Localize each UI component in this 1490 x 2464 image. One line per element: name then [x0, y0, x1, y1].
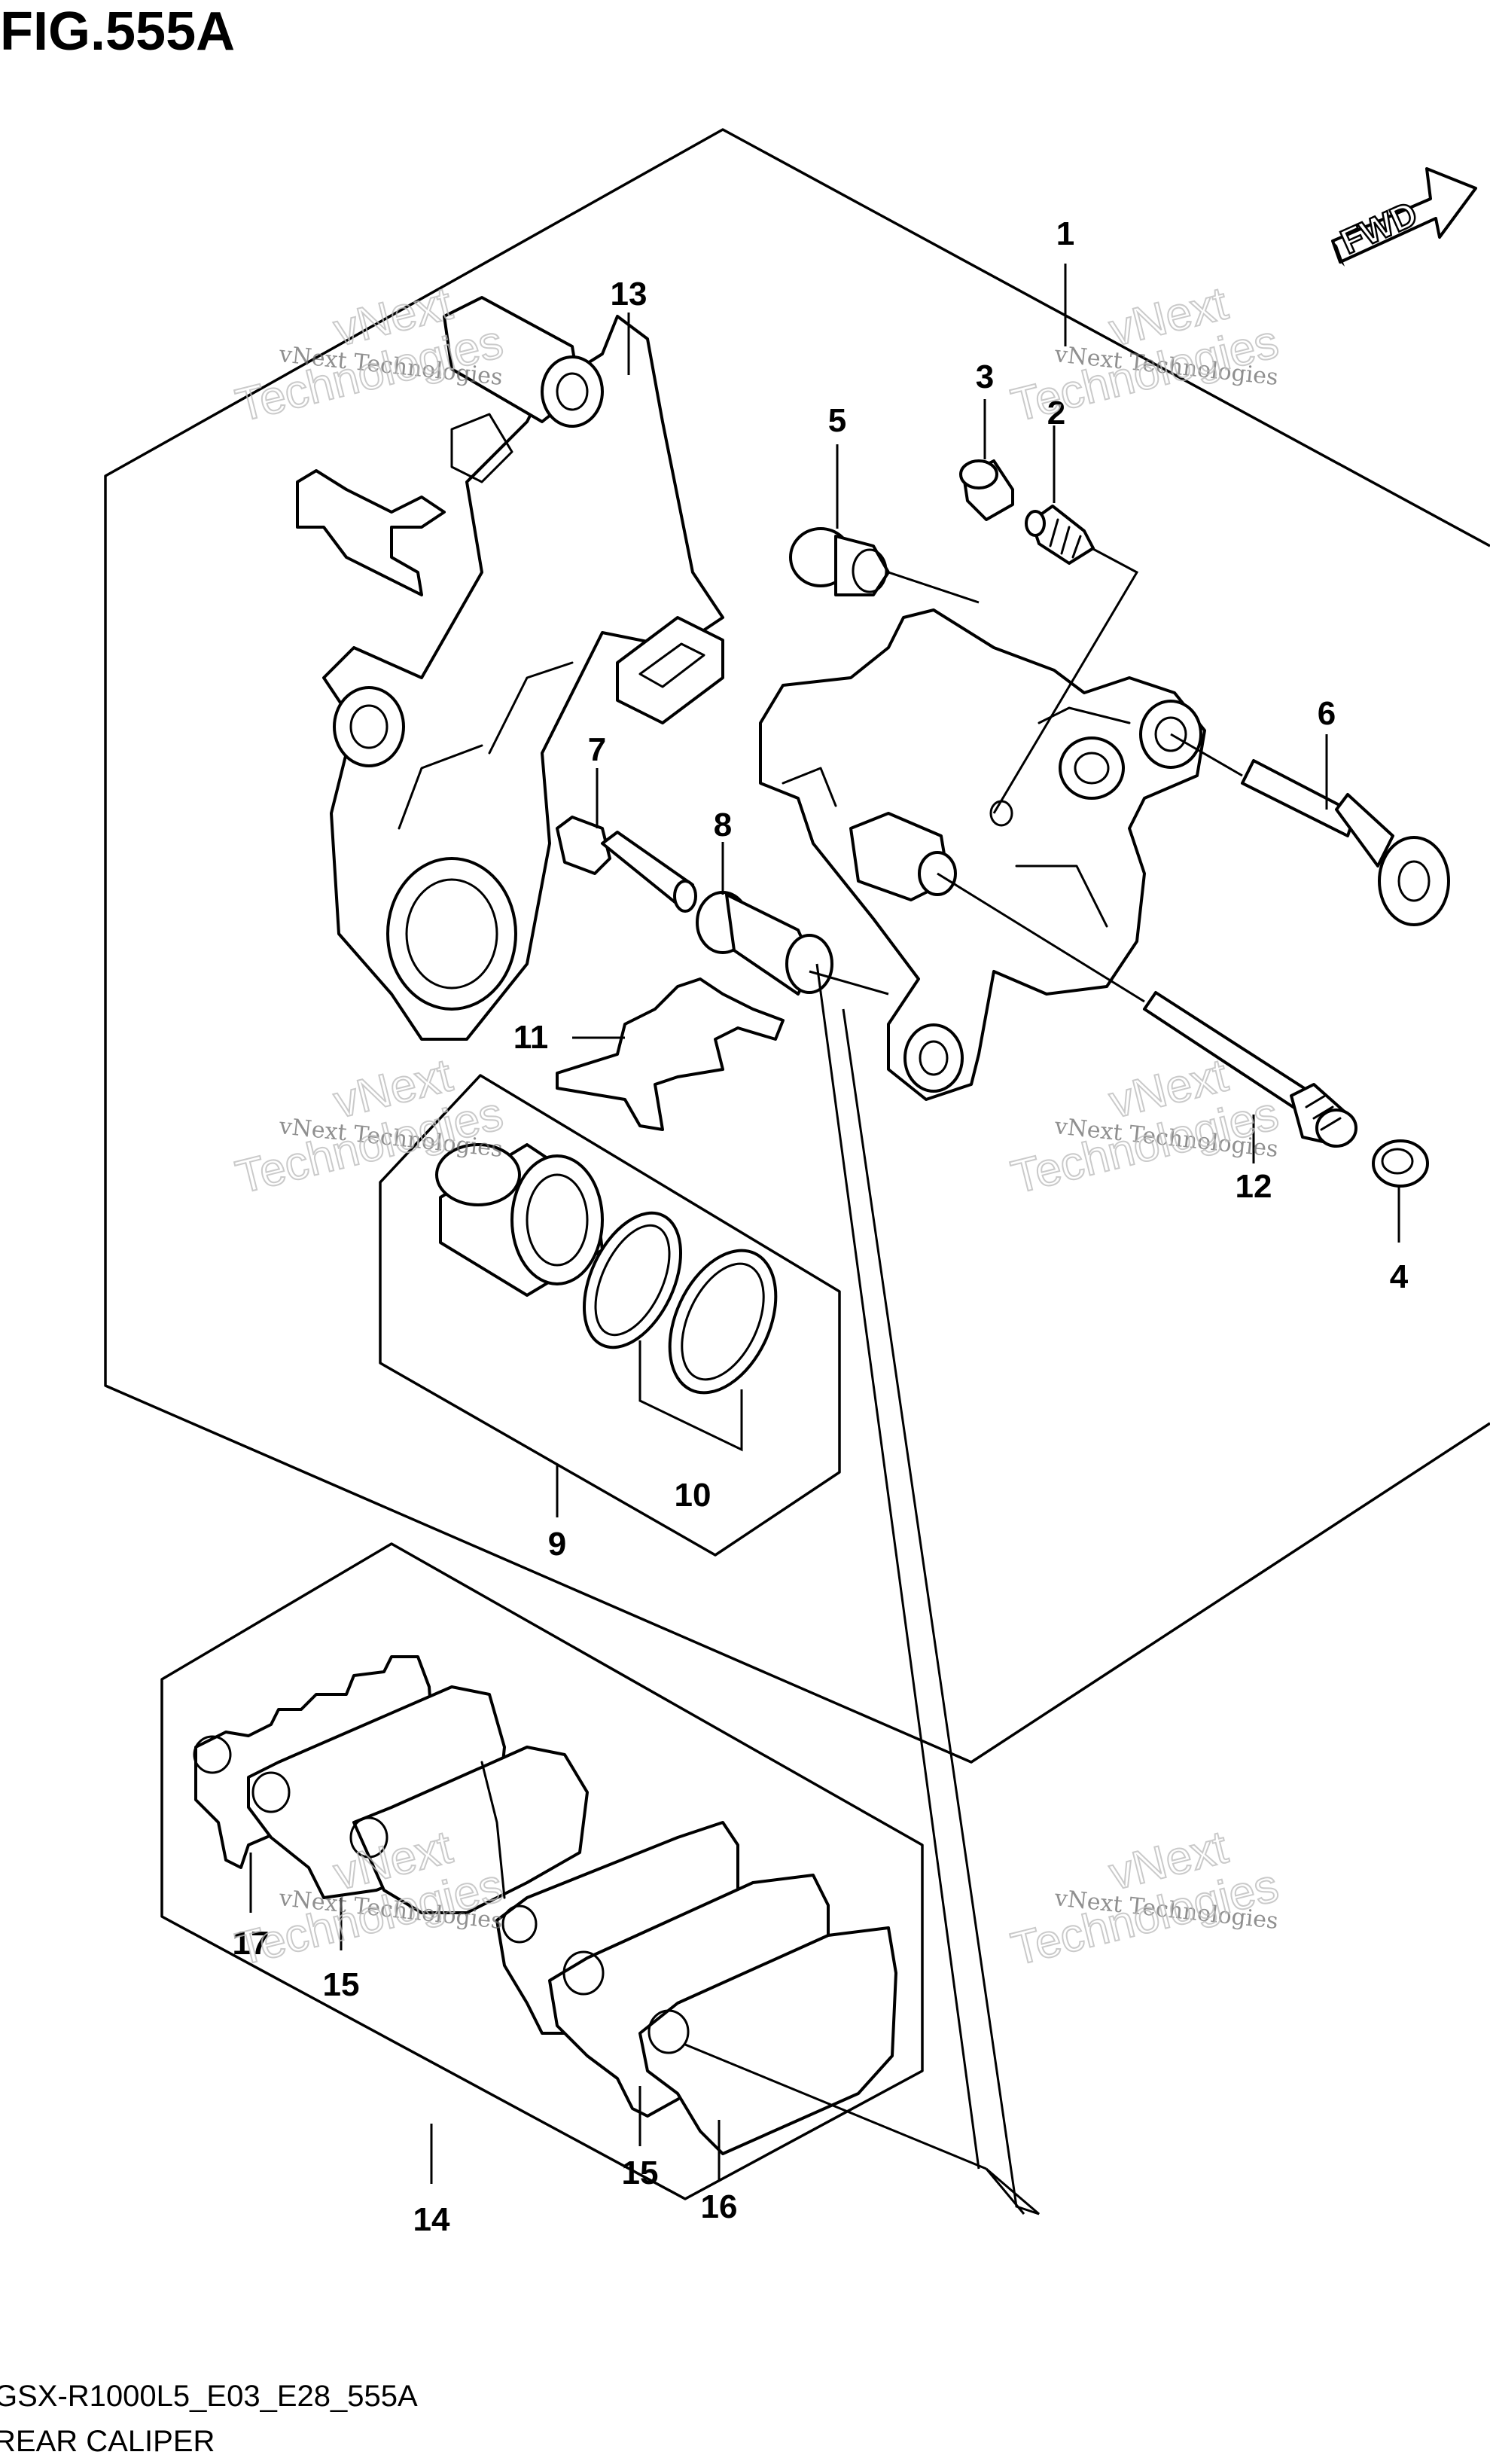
figure-title: FIG.555A	[0, 2, 235, 62]
callout-5: 5	[828, 402, 846, 439]
callout-15b: 15	[622, 2154, 659, 2191]
pad-set-outline	[160, 1542, 924, 2200]
callout-8: 8	[714, 807, 732, 843]
callout-3: 3	[976, 358, 994, 395]
callout-1: 1	[1056, 215, 1074, 252]
pads-to-caliper-line	[842, 1008, 1040, 2215]
callout-11: 11	[513, 1019, 549, 1056]
pad-15a-friction	[349, 1746, 589, 1914]
fwd-arrow-icon: FWD	[1331, 167, 1477, 267]
callout-14: 14	[413, 2201, 450, 2238]
callout-9: 9	[548, 1526, 566, 1563]
callout-4: 4	[1390, 1258, 1409, 1295]
pad-to-caliper-line-4	[985, 2168, 1025, 2215]
pin-boot	[696, 891, 833, 996]
piston-set-outline	[379, 1074, 841, 1557]
callout-15a: 15	[323, 1966, 360, 2003]
bleeder-valve	[1025, 505, 1095, 565]
plug-leader-line	[888, 571, 980, 604]
callout-10: 10	[675, 1477, 711, 1514]
callout-16: 16	[701, 2188, 738, 2225]
pin12-leader-line	[937, 872, 1145, 1003]
model-code: GSX-R1000L5_E03_E28_555A	[0, 2380, 418, 2413]
callout-6: 6	[1318, 695, 1336, 732]
section-name: REAR CALIPER	[0, 2425, 215, 2458]
caliper-pin-12	[1143, 991, 1357, 1148]
caliper-bracket	[322, 296, 724, 1041]
callout-2: 2	[1047, 395, 1065, 432]
watermark-2: vNext Technologies vNext Technologies	[1006, 276, 1284, 432]
piston	[435, 1143, 604, 1297]
callout-7: 7	[588, 731, 606, 768]
bracket-clip	[296, 469, 446, 596]
caliper-plug	[789, 527, 890, 596]
watermark-1: vNext Technologies vNext Technologies	[230, 276, 509, 432]
piston-seals	[582, 1211, 778, 1395]
fwd-label: FWD	[1335, 194, 1423, 261]
pin6-leader-line	[1170, 733, 1243, 777]
shim-16	[638, 1926, 897, 2155]
boot-leader-line	[809, 970, 889, 996]
callout-17: 17	[233, 1925, 270, 1962]
pad-to-caliper-line-3	[684, 2043, 987, 2170]
callout-leader-10	[638, 1340, 743, 1452]
assembly-outline-1	[104, 128, 1490, 1764]
caliper-body	[759, 608, 1206, 1101]
pad-spring	[556, 977, 785, 1131]
bleeder-leader-line	[992, 547, 1139, 814]
callout-12: 12	[1236, 1168, 1272, 1205]
bleeder-cap	[959, 459, 1014, 521]
pads-to-caliper-line-2	[815, 963, 980, 2170]
bracket-bolt	[556, 816, 697, 913]
callout-13: 13	[611, 276, 647, 313]
caliper-pin-6	[1241, 759, 1450, 926]
caliper-plug-4	[1372, 1139, 1429, 1188]
watermark-6: vNext Technologies vNext Technologies	[1006, 1820, 1284, 1976]
